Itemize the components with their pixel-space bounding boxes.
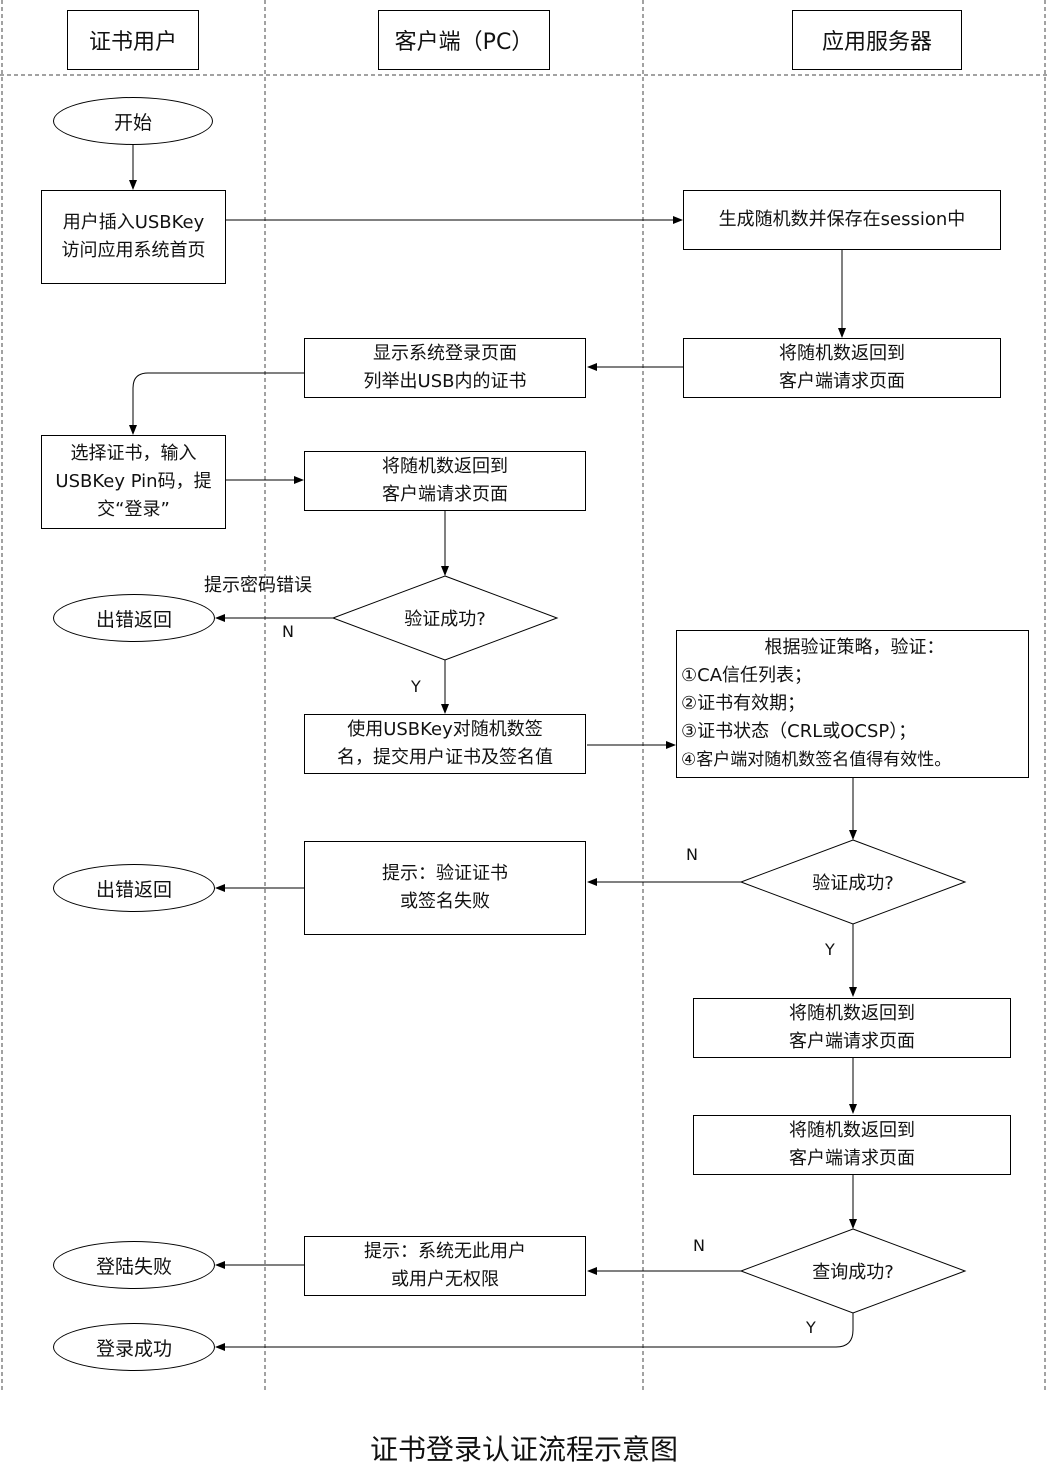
connectors [129,145,857,1351]
tip-verify-fail-line-2: 或签名失败 [400,891,490,912]
show-login-box: 显示系统登录页面 列举出USB内的证书 [304,338,586,398]
decision-1-label: 验证成功? [404,609,486,630]
decision-2-label: 验证成功? [812,873,894,894]
select-cert-box: 选择证书，输入 USBKey Pin码，提 交“登录” [41,435,226,529]
return-random-2-line-2: 客户端请求页面 [382,484,508,505]
return-random-1-box: 将随机数返回到 客户端请求页面 [683,338,1001,398]
return-random-1-line-1: 将随机数返回到 [779,343,905,364]
tip-verify-fail-line-1: 提示：验证证书 [382,863,508,884]
return-random-2-box: 将随机数返回到 客户端请求页面 [304,451,586,511]
decision-1-n-label: N [282,622,294,641]
return-random-3-line-1: 将随机数返回到 [789,1003,915,1024]
verify-policy-line-2: ①CA信任列表； [681,665,813,686]
return-random-4-line-1: 将随机数返回到 [789,1120,915,1141]
insert-usbkey-line-2: 访问应用系统首页 [61,240,206,261]
decision-2-n-label: N [686,845,698,864]
error-return-1-node: 出错返回 [53,594,215,642]
verify-policy-line-4: ③证书状态（CRL或OCSP）； [681,721,917,742]
decision-2-y-label: Y [825,940,835,959]
gen-random-box: 生成随机数并保存在session中 [683,190,1001,250]
decision-1-y-label: Y [411,677,421,696]
lane-header-app-server: 应用服务器 [792,10,962,70]
lane-header-client-pc: 客户端（PC） [378,10,550,70]
return-random-2-line-1: 将随机数返回到 [382,456,508,477]
start-node: 开始 [53,97,213,145]
show-login-line-1: 显示系统登录页面 [373,343,517,364]
verify-policy-line-3: ②证书有效期； [681,693,806,714]
verify-policy-line-5: ④客户端对随机数签名值得有效性。 [681,750,952,770]
select-cert-line-3: 交“登录” [97,499,170,520]
sign-box: 使用USBKey对随机数签 名，提交用户证书及签名值 [304,714,586,774]
return-random-4-line-2: 客户端请求页面 [789,1148,915,1169]
tip-no-user-line-1: 提示：系统无此用户 [364,1241,526,1262]
sign-line-2: 名，提交用户证书及签名值 [337,747,553,768]
return-random-1-line-2: 客户端请求页面 [779,371,905,392]
error-return-2-node: 出错返回 [53,864,215,912]
return-random-3-box: 将随机数返回到 客户端请求页面 [693,998,1011,1058]
diagram-caption: 证书登录认证流程示意图 [369,1433,678,1466]
decision-3-y-label: Y [806,1318,816,1337]
login-success-node: 登录成功 [53,1323,215,1371]
select-cert-line-2: USBKey Pin码，提 [55,471,212,492]
arrow-show-to-select [129,372,304,435]
tip-no-user-box: 提示：系统无此用户 或用户无权限 [304,1236,586,1296]
verify-policy-box: 根据验证策略，验证： ①CA信任列表； ②证书有效期； ③证书状态（CRL或OC… [676,630,1029,778]
arrow-decision3-y [215,1313,854,1351]
sign-line-1: 使用USBKey对随机数签 [347,719,543,740]
wrong-password-label: 提示密码错误 [204,575,312,596]
insert-usbkey-line-1: 用户插入USBKey [62,212,205,233]
return-random-4-box: 将随机数返回到 客户端请求页面 [693,1115,1011,1175]
gen-random-line: 生成随机数并保存在session中 [718,209,966,230]
show-login-line-2: 列举出USB内的证书 [363,371,527,392]
insert-usbkey-box: 用户插入USBKey 访问应用系统首页 [41,190,226,284]
decision-shapes [331,575,967,1314]
return-random-3-line-2: 客户端请求页面 [789,1031,915,1052]
decision-3-n-label: N [693,1236,705,1255]
lane-header-cert-user: 证书用户 [67,10,199,70]
login-fail-node: 登陆失败 [53,1241,215,1289]
lane-dividers [0,0,1048,1390]
tip-verify-fail-box: 提示：验证证书 或签名失败 [304,841,586,935]
select-cert-line-1: 选择证书，输入 [70,443,197,464]
decision-3-label: 查询成功? [812,1262,894,1283]
tip-no-user-line-2: 或用户无权限 [391,1269,499,1290]
verify-policy-line-1: 根据验证策略，验证： [764,637,945,658]
